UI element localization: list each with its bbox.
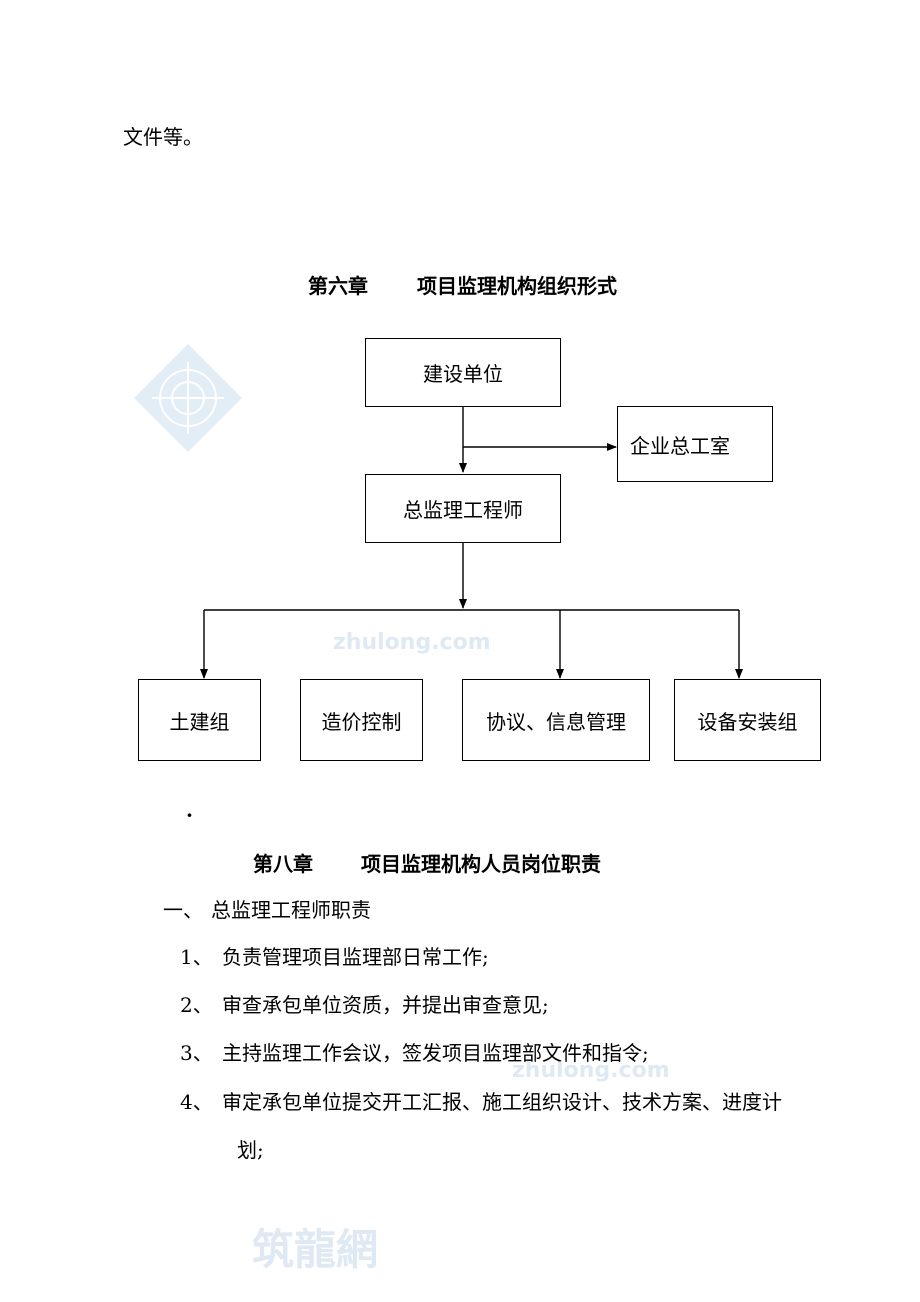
item-text: 主持监理工作会议，签发项目监理部文件和指令; bbox=[222, 1041, 649, 1065]
item-text: 负责管理项目监理部日常工作; bbox=[222, 945, 489, 969]
item-number: 1、 bbox=[180, 945, 213, 969]
org-box-middle: 总监理工程师 bbox=[365, 474, 561, 543]
org-box-group: 设备安装组 bbox=[674, 679, 821, 761]
watermark-logo-text: 筑龍網 bbox=[252, 1225, 379, 1274]
watermark-logo-icon bbox=[134, 344, 242, 452]
item-text: 审定承包单位提交开工汇报、施工组织设计、技术方案、进度计 bbox=[222, 1090, 782, 1114]
section-title: 总监理工程师职责 bbox=[211, 898, 371, 922]
item-number: 2、 bbox=[180, 993, 213, 1017]
chapter-title: 项目监理机构组织形式 bbox=[417, 274, 617, 298]
item-text: 审查承包单位资质，并提出审查意见; bbox=[222, 993, 549, 1017]
continuation-text: 文件等。 bbox=[123, 125, 203, 149]
chapter-number: 第八章 bbox=[253, 852, 313, 876]
watermark-text: zhulong.com bbox=[512, 1058, 670, 1083]
org-box-side: 企业总工室 bbox=[617, 406, 773, 482]
item-text-continuation: 划; bbox=[237, 1138, 264, 1162]
chapter-title: 项目监理机构人员岗位职责 bbox=[361, 852, 601, 876]
item-number: 3、 bbox=[180, 1041, 213, 1065]
org-box-group: 土建组 bbox=[138, 679, 261, 761]
item-number: 4、 bbox=[180, 1090, 213, 1114]
section-marker: 一、 bbox=[163, 898, 203, 922]
chapter-number: 第六章 bbox=[308, 274, 368, 298]
org-box-group: 造价控制 bbox=[300, 679, 423, 761]
org-box-top: 建设单位 bbox=[365, 338, 561, 407]
org-box-group: 协议、信息管理 bbox=[462, 679, 650, 761]
bullet-dot: · bbox=[186, 803, 193, 827]
watermark-text: zhulong.com bbox=[333, 630, 491, 655]
